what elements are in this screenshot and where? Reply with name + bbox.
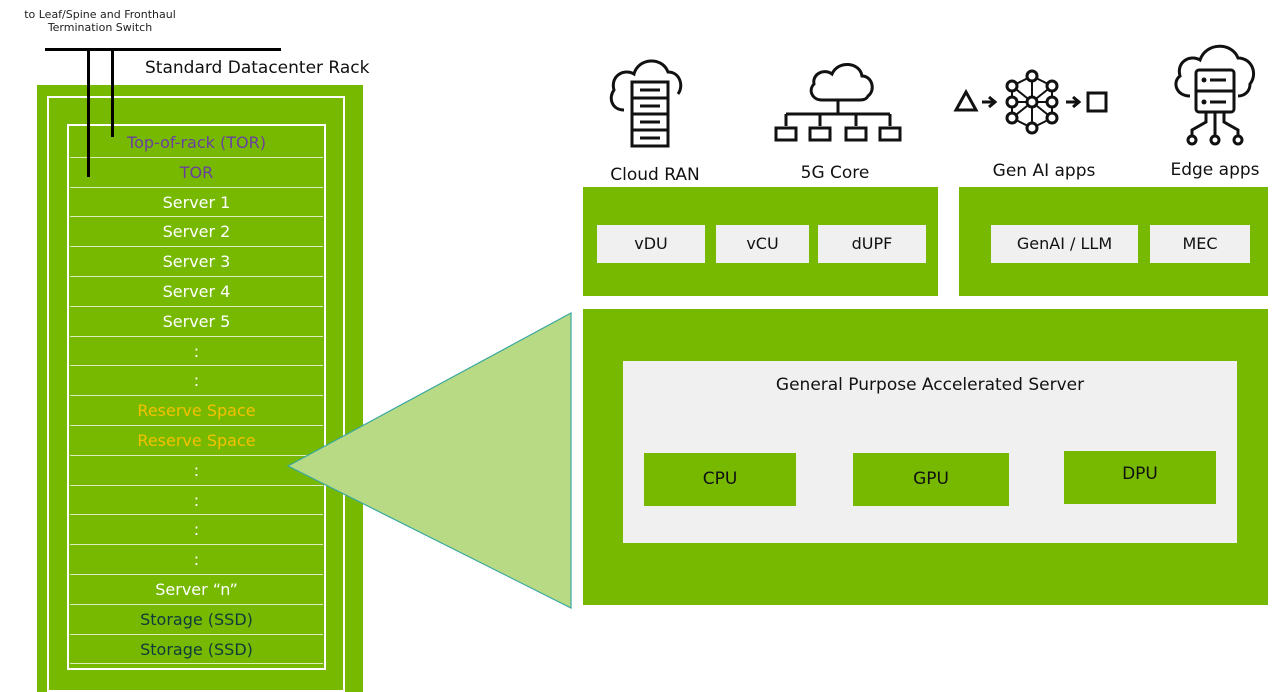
rack-frame-outer bbox=[47, 96, 345, 692]
server-title: General Purpose Accelerated Server bbox=[775, 375, 1085, 395]
5g-core-label: 5G Core bbox=[800, 163, 870, 183]
uplink-label-line1: to Leaf/Spine and Fronthaul bbox=[24, 8, 176, 21]
vcu-chip: vCU bbox=[716, 225, 809, 263]
neural-network-icon bbox=[953, 69, 1108, 135]
rack-slot: Storage (SSD) bbox=[70, 605, 323, 635]
gpu-block: GPU bbox=[853, 453, 1009, 506]
uplink-label-line2: Termination Switch bbox=[47, 21, 153, 34]
gen-ai-label: Gen AI apps bbox=[992, 161, 1096, 181]
rack-slot: TOR bbox=[70, 158, 323, 188]
cloud-network-icon bbox=[774, 63, 902, 142]
rack-slot: Server 4 bbox=[70, 277, 323, 307]
uplink-label: to Leaf/Spine and Fronthaul Termination … bbox=[0, 8, 200, 34]
cloud-ran-label: Cloud RAN bbox=[610, 165, 700, 185]
rack-slot: : bbox=[70, 337, 323, 367]
genai-llm-chip: GenAI / LLM bbox=[991, 225, 1138, 263]
rack-title: Standard Datacenter Rack bbox=[145, 58, 370, 78]
rack-slot: : bbox=[70, 366, 323, 397]
ran-core-box: vDU vCU dUPF bbox=[583, 187, 938, 296]
rack-slot: Server 2 bbox=[70, 217, 323, 248]
rack-slot: : bbox=[70, 545, 323, 575]
uplink-cable bbox=[87, 49, 90, 177]
rack-slot: Reserve Space bbox=[70, 426, 323, 456]
rack-frame-inner bbox=[67, 124, 326, 670]
edge-apps-label: Edge apps bbox=[1170, 160, 1260, 180]
rack-slot-list: Top-of-rack (TOR) TOR Server 1 Server 2 … bbox=[70, 128, 323, 665]
ai-edge-box: GenAI / LLM MEC bbox=[959, 187, 1268, 296]
dpu-block: DPU bbox=[1064, 451, 1216, 504]
edge-cloud-icon bbox=[1174, 44, 1255, 146]
rack-slot: Server “n” bbox=[70, 575, 323, 605]
vdu-chip: vDU bbox=[597, 225, 705, 263]
rack-slot: Server 3 bbox=[70, 247, 323, 277]
rack-slot: Storage (SSD) bbox=[70, 635, 323, 665]
rack-slot: : bbox=[70, 515, 323, 546]
mec-chip: MEC bbox=[1150, 225, 1250, 263]
cloud-server-icon bbox=[609, 59, 683, 148]
rack-slot: Top-of-rack (TOR) bbox=[70, 128, 323, 158]
rack-slot: Server 1 bbox=[70, 188, 323, 218]
rack-slot: Reserve Space bbox=[70, 396, 323, 426]
rack-slot: : bbox=[70, 456, 323, 486]
uplink-cable bbox=[111, 49, 114, 137]
rack bbox=[37, 85, 363, 692]
uplink-line bbox=[45, 48, 281, 51]
dupf-chip: dUPF bbox=[818, 225, 926, 263]
rack-slot: : bbox=[70, 486, 323, 516]
cpu-block: CPU bbox=[644, 453, 796, 506]
rack-slot: Server 5 bbox=[70, 307, 323, 337]
